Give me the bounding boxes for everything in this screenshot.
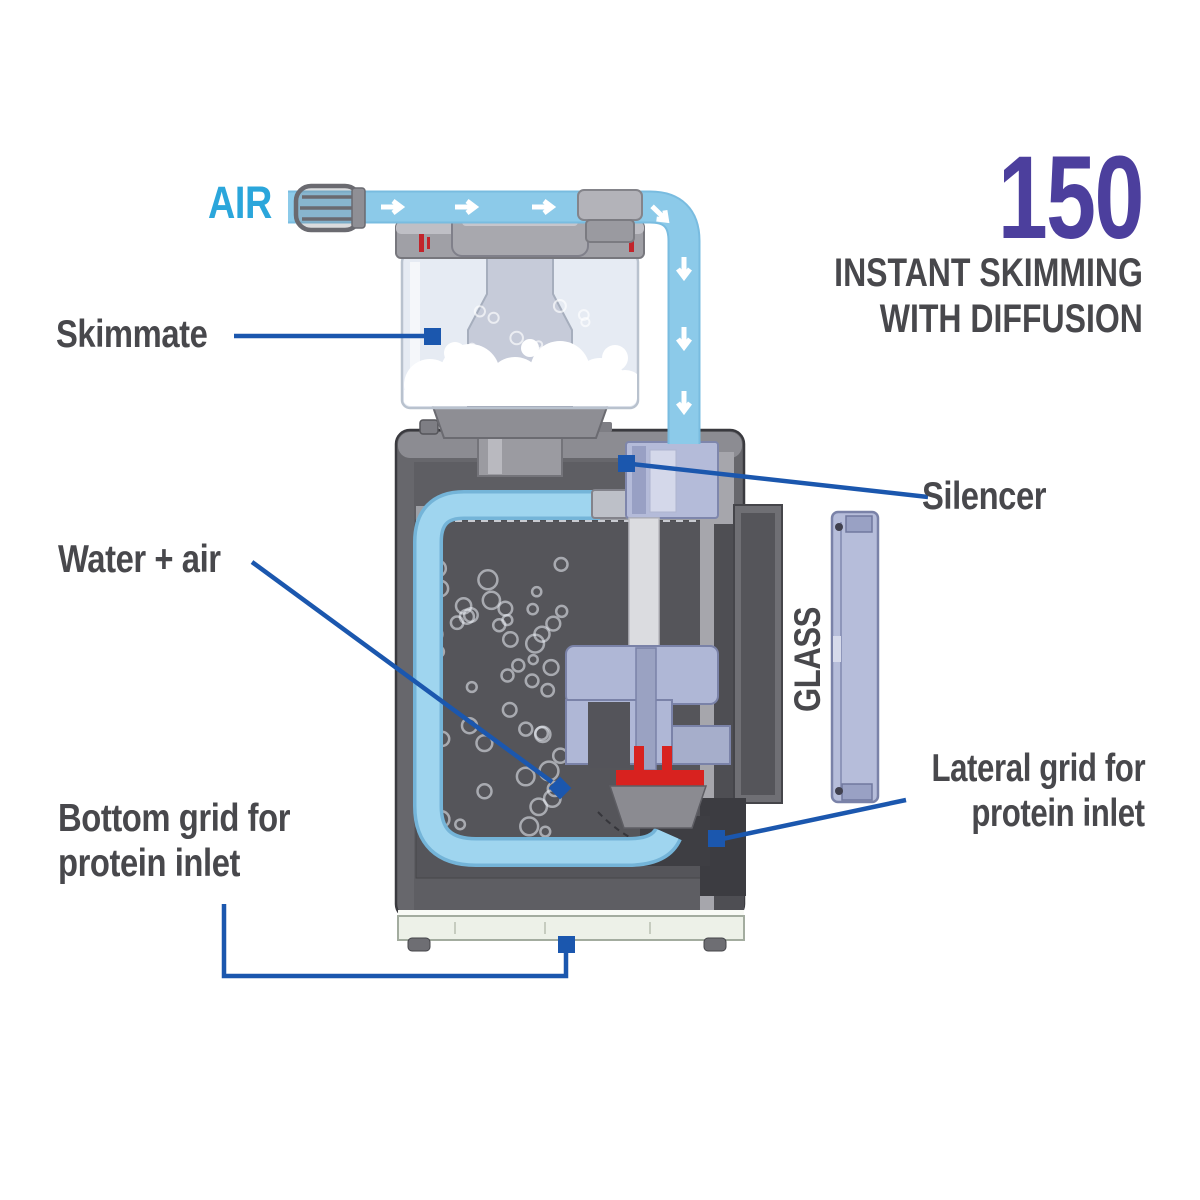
air-tube bbox=[288, 183, 701, 444]
bottom-grid-leader bbox=[221, 904, 569, 979]
diffuser bbox=[608, 785, 708, 829]
air-label-text: AIR bbox=[208, 177, 272, 228]
glass-panel bbox=[830, 510, 880, 804]
water-air-label: Water + air bbox=[58, 538, 221, 581]
red-mark bbox=[427, 237, 430, 249]
product-title: 150 INSTANT SKIMMING WITH DIFFUSION bbox=[757, 132, 1145, 342]
collection-cup bbox=[395, 201, 645, 410]
red-mark bbox=[419, 234, 424, 252]
water-air-leader bbox=[250, 560, 554, 784]
silencer-box bbox=[625, 441, 719, 519]
tube-holder-clip bbox=[577, 189, 643, 243]
lateral-grid-marker bbox=[708, 830, 725, 847]
foot bbox=[703, 937, 727, 952]
flow-arrow-icons bbox=[381, 199, 692, 416]
callout-leaders bbox=[221, 328, 929, 979]
skimmate-marker bbox=[424, 328, 441, 345]
bottom-grid-marker bbox=[558, 936, 575, 953]
lateral-grid-leader bbox=[721, 797, 907, 842]
cup-bubbles bbox=[467, 299, 591, 374]
impeller bbox=[616, 746, 704, 790]
bottom-grid-plate bbox=[398, 910, 744, 916]
tube-fitting bbox=[591, 489, 629, 519]
foot bbox=[407, 937, 431, 952]
air-valve bbox=[293, 183, 366, 233]
tagline-line1: INSTANT SKIMMING bbox=[834, 251, 1143, 295]
air-label: AIR bbox=[208, 180, 284, 225]
bottom-grid-label: Bottom grid for protein inlet bbox=[58, 797, 291, 885]
body-top-tab bbox=[419, 419, 439, 435]
silencer-label: Silencer bbox=[922, 475, 1047, 518]
model-number: 150 bbox=[997, 132, 1145, 264]
skimmate-foam bbox=[404, 339, 637, 406]
tagline-line2: WITH DIFFUSION bbox=[879, 297, 1143, 341]
skimmate-label: Skimmate bbox=[56, 313, 208, 356]
cup-neck bbox=[430, 403, 610, 477]
air-riser-pipe bbox=[628, 517, 660, 655]
silencer-marker bbox=[618, 455, 635, 472]
red-mark bbox=[629, 234, 634, 252]
lateral-grid-label: Lateral grid for protein inlet bbox=[931, 747, 1145, 835]
pump bbox=[565, 645, 731, 829]
glass-label: GLASS bbox=[787, 607, 828, 713]
silencer-leader bbox=[631, 461, 929, 500]
